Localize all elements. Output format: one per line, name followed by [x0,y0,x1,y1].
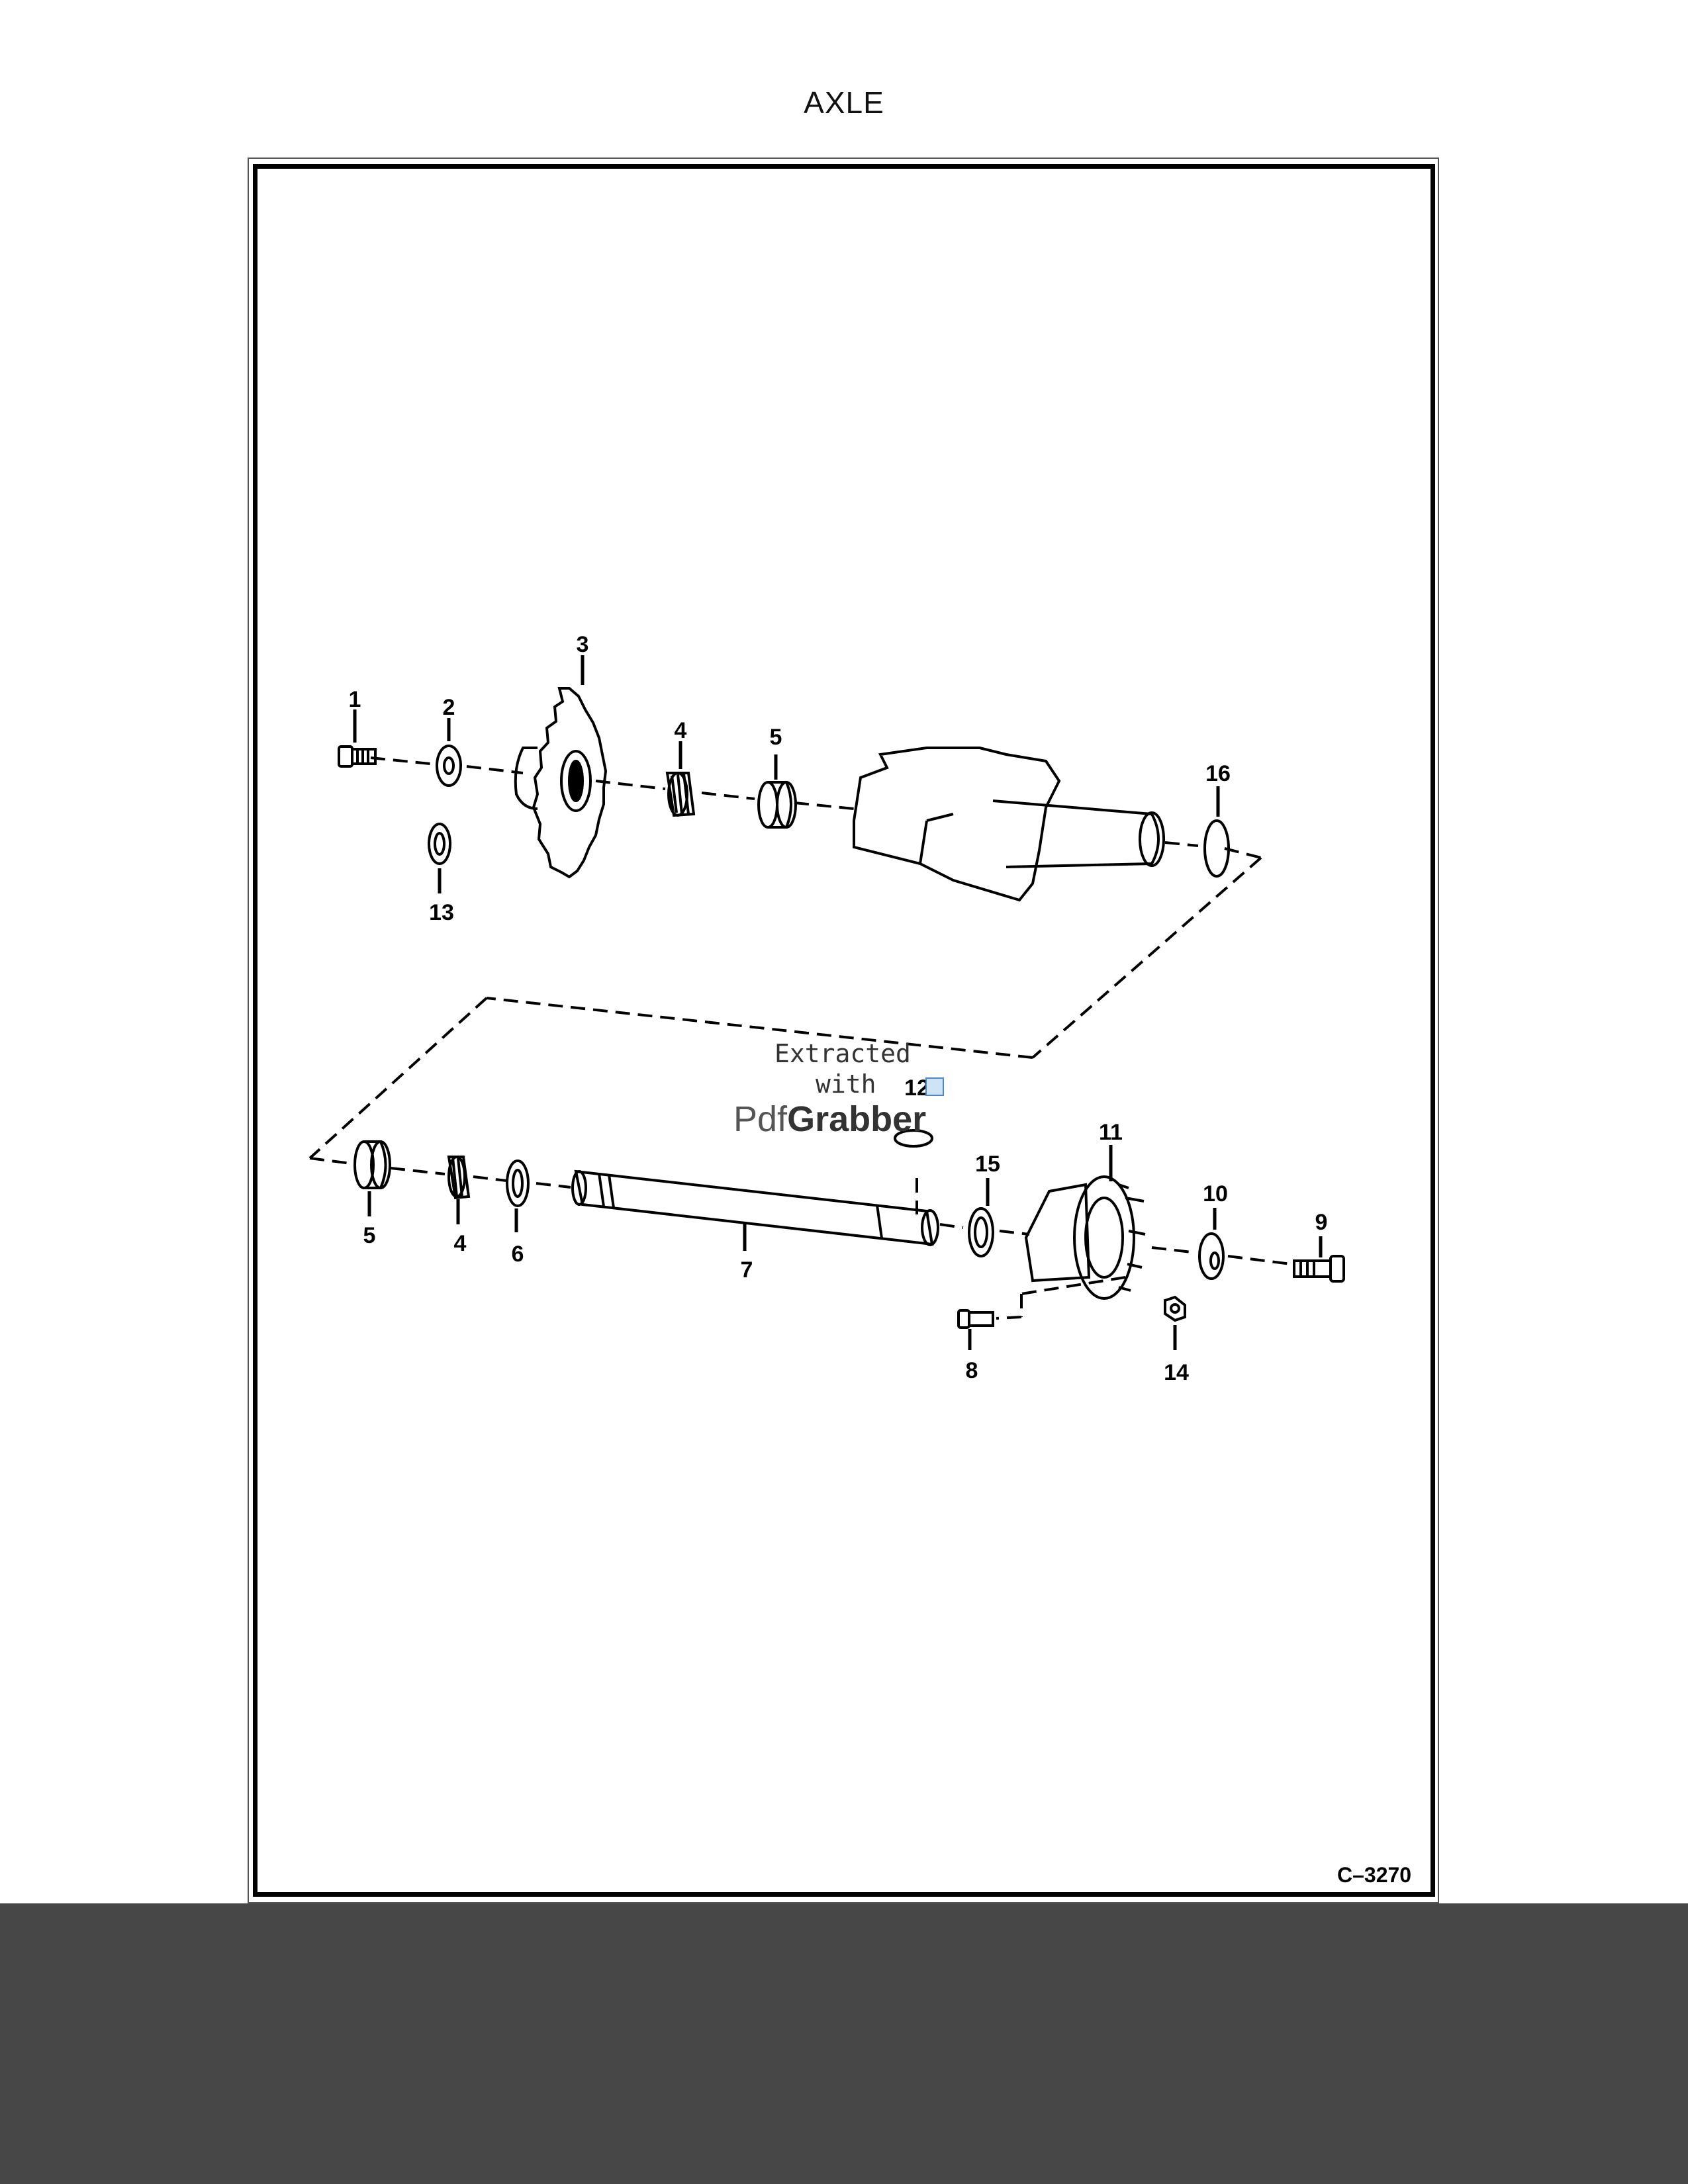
viewer-footer-bar [0,1903,1688,2184]
diagram-frame-outer [248,158,1439,1903]
part-16-o-ring [1203,819,1230,878]
page-title: AXLE [804,85,884,120]
callout-6: 6 [512,1242,524,1267]
figure-code: C–3270 [1337,1863,1412,1887]
callout-12: 12 [904,1075,929,1101]
part-5-bearing-cup [757,781,797,829]
watermark-logo-pdf: Pdf [733,1099,788,1139]
watermark-window-icon [925,1077,944,1096]
watermark-text: Extracted [774,1039,911,1068]
watermark-text-with: with [816,1069,876,1099]
lower-assembly-line [309,1157,1291,1320]
part-12-o-ring [894,1129,933,1148]
callout-7: 7 [741,1257,753,1283]
axle-housing [853,747,1165,902]
part-7-axle-shaft [571,1169,939,1246]
callout-8: 8 [966,1358,978,1383]
callout-15: 15 [975,1152,1000,1177]
callout-3: 3 [577,632,589,657]
callout-16: 16 [1205,761,1231,786]
part-4-bearing-cone-lower [447,1156,471,1200]
callout-14: 14 [1164,1360,1189,1385]
callout-11: 11 [1099,1120,1123,1145]
callout-5-lower: 5 [363,1223,376,1248]
part-5-bearing-cup-lower [353,1140,391,1189]
leader-lines [353,655,1323,1350]
part-3-sprocket [514,687,608,879]
part-9-bolt [1293,1255,1345,1283]
callout-13: 13 [429,900,454,925]
part-10-washer [1198,1232,1225,1280]
callout-1: 1 [349,687,361,712]
upper-assembly-line [308,756,1262,1160]
part-11-wheel-hub [1024,1175,1146,1300]
callout-2: 2 [443,695,455,720]
callout-9: 9 [1315,1210,1328,1235]
part-13-seal [428,823,451,865]
part-4-bearing-cone [665,772,696,817]
callout-4-lower: 4 [454,1231,467,1256]
callout-4: 4 [675,718,687,743]
part-14-nut [1164,1295,1186,1322]
watermark-logo: PdfGrabber [733,1099,926,1140]
callout-10: 10 [1203,1181,1228,1206]
part-8-wheel-stud [957,1309,994,1329]
part-15-seal [968,1207,994,1257]
diagram-frame [253,164,1435,1897]
part-6-seal [506,1160,530,1207]
part-1-bolt [338,745,377,768]
part-2-washer [436,745,462,787]
watermark-logo-grabber: Grabber [787,1099,927,1139]
callout-5: 5 [770,725,782,750]
